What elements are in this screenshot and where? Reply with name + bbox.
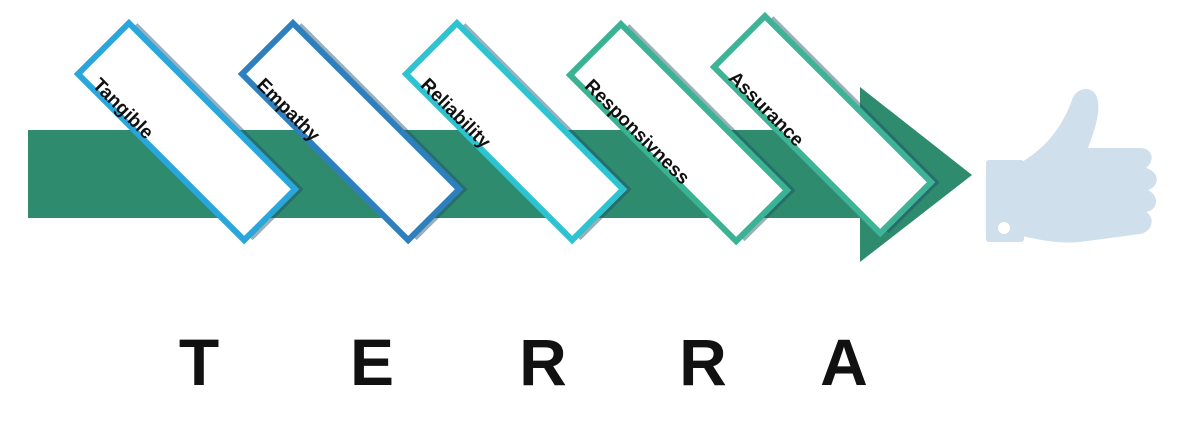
acronym-letter-2: E [349, 325, 395, 399]
progress-arrow [28, 87, 972, 262]
card-frame [565, 19, 792, 246]
card-frame [73, 18, 300, 245]
acronym-letter-1: T [178, 325, 220, 399]
acronym-letter-4: R [679, 325, 727, 399]
card-frame [401, 18, 628, 245]
card-frame [237, 18, 464, 245]
card-tangible: Tangible [73, 18, 304, 245]
acronym-letter-3: R [519, 325, 567, 399]
card-empathy: Empathy [237, 18, 468, 245]
thumbs-up-icon [986, 89, 1157, 243]
acronym-letter-5: A [820, 325, 868, 399]
card-frame [709, 11, 936, 238]
